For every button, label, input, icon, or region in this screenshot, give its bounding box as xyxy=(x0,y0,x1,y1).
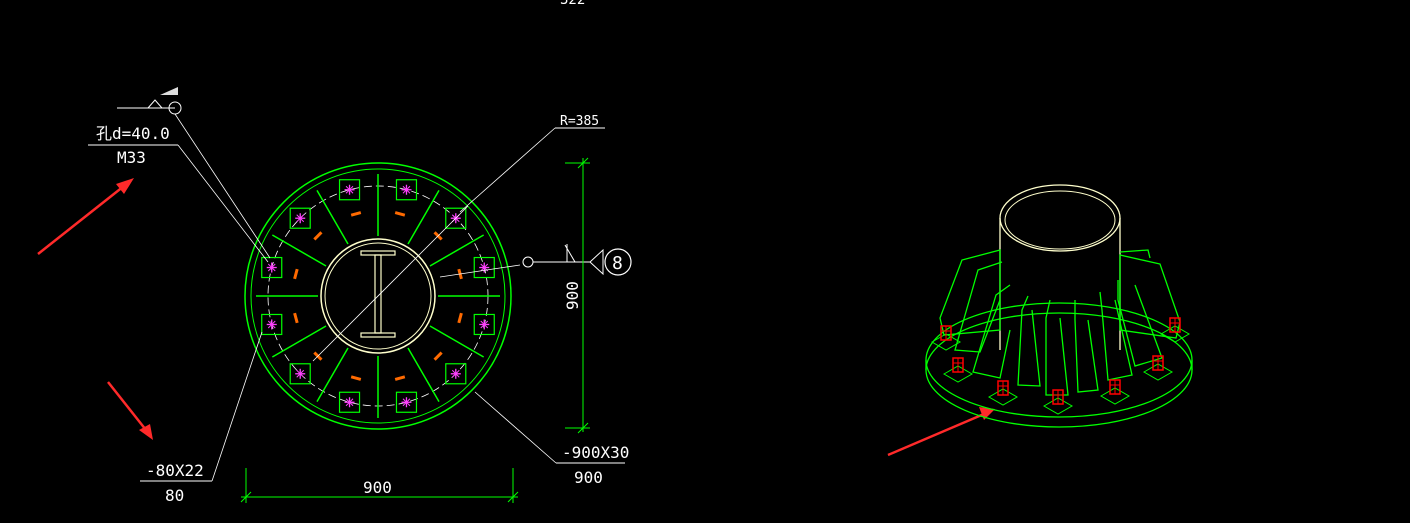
section-callout: 8 xyxy=(439,244,632,278)
anchor-bolts xyxy=(261,179,495,413)
plate-sub-label: 900 xyxy=(574,468,603,487)
3d-anchor-bolt xyxy=(942,357,974,383)
anchor-bolt xyxy=(338,391,361,413)
3d-anchor-bolt xyxy=(1099,379,1131,405)
hole-diameter-label: 孔d=40.0 xyxy=(96,124,170,143)
stiffener-rib xyxy=(271,234,327,267)
radius-label: R=385 xyxy=(560,114,599,129)
3d-anchor-bolt xyxy=(930,325,962,351)
stiffener-rib xyxy=(407,189,440,245)
arrow-to-3d-bolt xyxy=(887,407,995,457)
arrow-to-hole-label xyxy=(37,178,134,255)
hidden-line-dash xyxy=(433,351,443,361)
anchor-bolt xyxy=(338,179,361,201)
stiffener-rib xyxy=(316,347,349,403)
column-outline xyxy=(320,238,436,354)
3d-stiffener-rib xyxy=(1117,280,1163,367)
hidden-line-dash xyxy=(350,375,362,381)
hole-callout: 孔d=40.0 M33 xyxy=(88,87,271,263)
top-partial-label: 322 xyxy=(560,0,585,8)
rib-sub-label: 80 xyxy=(165,486,184,505)
hidden-line-dash xyxy=(457,312,463,324)
3d-stiffener-rib xyxy=(1119,254,1181,339)
3d-stiffener-rib xyxy=(1119,249,1151,259)
width-dimension-label: 900 xyxy=(363,478,392,497)
3d-anchor-bolts xyxy=(930,317,1191,415)
anchor-bolt xyxy=(445,363,467,385)
3d-stiffener-rib xyxy=(972,284,1011,379)
hidden-line-dash xyxy=(293,268,299,280)
3d-anchor-bolt xyxy=(1042,389,1074,415)
3d-stiffener-ribs xyxy=(939,249,1181,396)
anchor-bolt xyxy=(473,256,495,279)
3d-stiffener-rib xyxy=(954,261,1003,353)
3d-base-plate-top xyxy=(925,302,1193,418)
i-beam-section xyxy=(360,250,396,338)
arrow-to-rib-label xyxy=(107,381,153,440)
anchor-bolt xyxy=(473,313,495,336)
plate-callout: -900X30 900 xyxy=(474,391,629,487)
3d-stiffener-rib xyxy=(1045,299,1069,396)
3d-stiffener-rib xyxy=(1099,291,1133,381)
section-number: 8 xyxy=(612,253,623,274)
base-plate-3d-view xyxy=(925,184,1193,428)
3d-anchor-bolt xyxy=(1159,317,1191,343)
3d-stiffener-rib xyxy=(1017,295,1041,387)
stiffener-rib xyxy=(271,325,327,358)
anchor-bolt xyxy=(289,207,311,229)
hidden-line-dash xyxy=(313,231,323,241)
annotation-arrows xyxy=(37,178,995,457)
anchor-bolt xyxy=(261,313,283,336)
stiffener-ribs xyxy=(256,174,500,418)
section-number-bubble xyxy=(604,248,632,276)
base-plate-outline xyxy=(244,162,512,430)
anchor-bolt xyxy=(395,391,418,413)
3d-stiffener-rib xyxy=(1074,300,1099,393)
base-plate-plan-view xyxy=(244,162,512,430)
3d-anchor-bolt xyxy=(987,380,1019,406)
3d-column xyxy=(999,184,1121,350)
plate-size-label: -900X30 xyxy=(562,443,629,462)
anchor-bolt xyxy=(289,363,311,385)
hidden-line-dash xyxy=(394,375,406,381)
stiffener-rib xyxy=(316,189,349,245)
anchor-bolt xyxy=(395,179,418,201)
anchor-bolt xyxy=(261,256,283,279)
rib-callout: -80X22 80 xyxy=(140,331,263,505)
rib-size-label: -80X22 xyxy=(146,461,204,480)
column-inner xyxy=(324,242,432,350)
stiffener-rib xyxy=(429,325,485,358)
3d-anchor-bolt xyxy=(1142,355,1174,381)
hidden-line-dash xyxy=(350,211,362,217)
hidden-line-dash xyxy=(293,312,299,324)
radius-callout: R=385 xyxy=(459,114,605,213)
base-plate-inner-ring xyxy=(250,168,506,424)
width-dimension xyxy=(240,468,519,503)
height-dimension xyxy=(565,157,590,434)
stiffener-rib xyxy=(407,347,440,403)
bolt-size-label: M33 xyxy=(117,148,146,167)
section-line xyxy=(312,205,469,362)
stiffener-rib xyxy=(429,234,485,267)
hidden-line-dash xyxy=(394,211,406,217)
height-dimension-label: 900 xyxy=(563,281,582,310)
